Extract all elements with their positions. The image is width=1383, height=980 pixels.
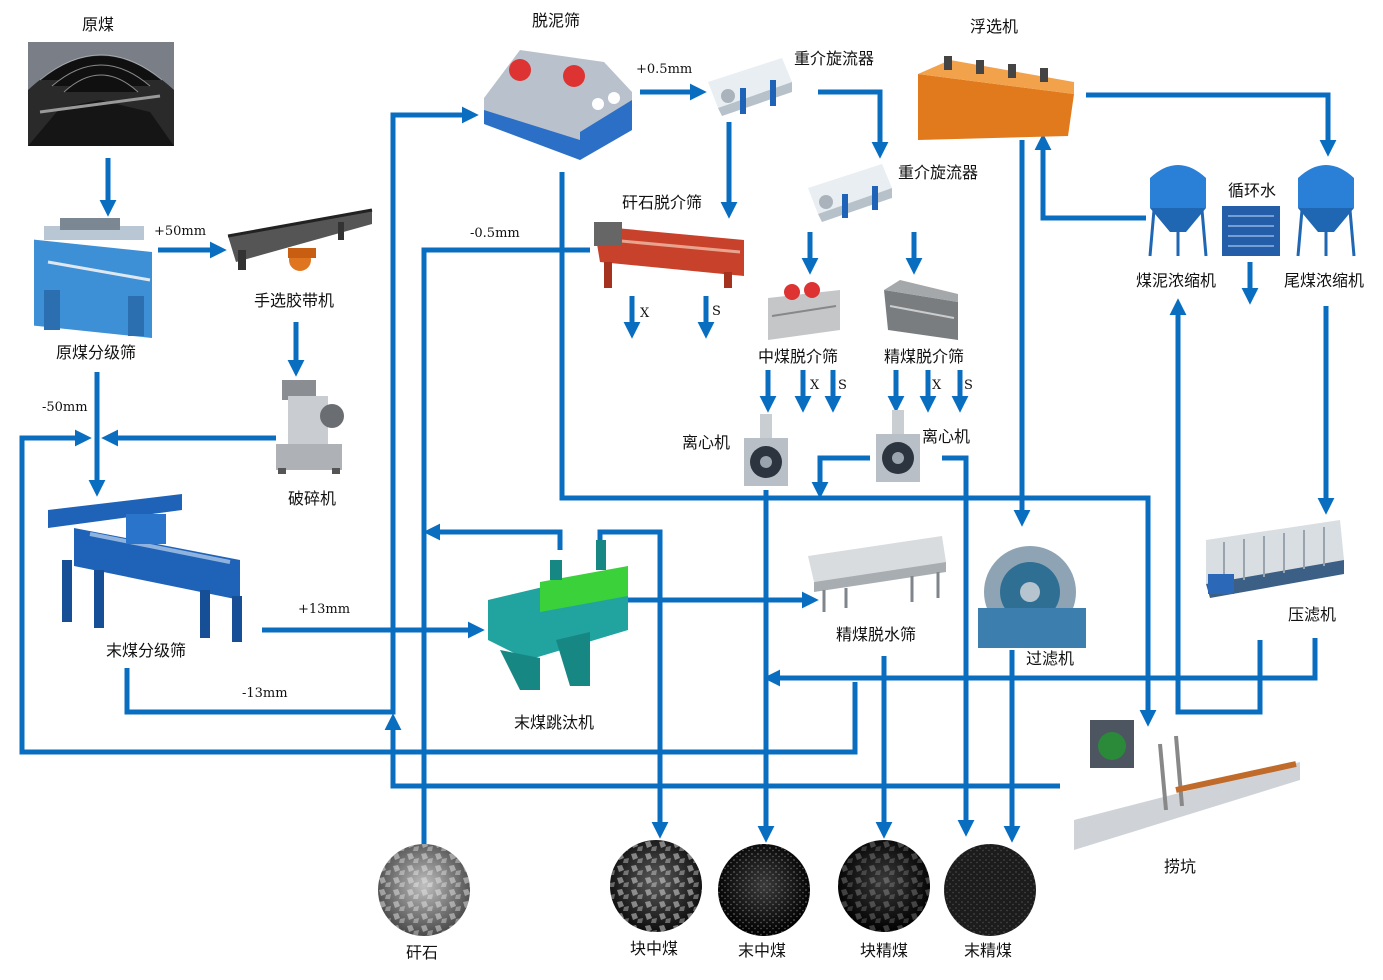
flow-label-plus05: +0.5mm: [636, 62, 693, 77]
lump-middling-product-image: [610, 840, 702, 932]
crusher-icon: [276, 380, 344, 474]
lump-clean-product-label: 块精煤: [860, 941, 909, 960]
dredging-pit-label: 捞坑: [1164, 857, 1197, 876]
circulating-water-icon: [1222, 206, 1280, 256]
flotation-machine-icon: [918, 56, 1074, 140]
fine-clean-product-image: [944, 844, 1036, 936]
dense-cyclone-1-label: 重介旋流器: [794, 49, 875, 68]
hand-picking-belt-label: 手选胶带机: [254, 291, 335, 310]
centrifuge-1-icon: [744, 414, 788, 486]
dense-cyclone-2-label: 重介旋流器: [898, 163, 979, 182]
circulating-water-label: 循环水: [1228, 181, 1277, 200]
slime-thickener-label: 煤泥浓缩机: [1136, 271, 1217, 290]
flow-label-minus50: -50mm: [42, 400, 88, 415]
clean-draining-screen-icon: [884, 280, 958, 340]
fine-jig-label: 末煤跳汰机: [514, 713, 595, 732]
crusher-label: 破碎机: [288, 489, 337, 508]
clean-drain-screen-label: 精煤脱介筛: [884, 347, 965, 366]
clean-screen-x-label: X: [932, 378, 942, 393]
lump-middling-product-label: 块中煤: [630, 939, 679, 958]
dense-medium-cyclone-1-icon: [708, 58, 792, 116]
centrifuge-2-icon: [876, 410, 920, 482]
filter-press-label: 压滤机: [1288, 605, 1337, 624]
middling-draining-screen-icon: [768, 282, 840, 340]
dense-medium-cyclone-2-icon: [808, 164, 892, 222]
flow-label-minus05: -0.5mm: [470, 226, 520, 241]
fine-clean-product-label: 末精煤: [964, 941, 1013, 960]
filter-label: 过滤机: [1026, 649, 1075, 668]
fine-classifying-screen-label: 末煤分级筛: [106, 641, 187, 660]
dredging-pit-icon: [1074, 720, 1300, 850]
centrifuge-1-label: 离心机: [682, 433, 731, 452]
flow-label-plus13: +13mm: [298, 602, 351, 617]
desliming-screen-icon: [484, 50, 632, 160]
middling-drain-screen-label: 中煤脱介筛: [758, 347, 839, 366]
gangue-draining-screen-icon: [594, 222, 744, 288]
centrifuge-2-label: 离心机: [922, 427, 971, 446]
middling-screen-s-label: S: [838, 378, 847, 393]
fine-middling-product-label: 末中煤: [738, 941, 787, 960]
clean-coal-dewatering-screen-icon: [808, 536, 946, 612]
clean-dewatering-screen-label: 精煤脱水筛: [836, 625, 917, 644]
fine-coal-classifying-screen-icon: [48, 494, 242, 642]
fine-coal-jig-icon: [488, 540, 628, 690]
gangue-screen-x-label: X: [640, 306, 650, 321]
flow-lines: [19, 83, 1337, 845]
gangue-product-image: [378, 844, 470, 936]
gangue-product-label: 矸石: [406, 943, 439, 962]
tailing-thickener-icon: [1296, 165, 1356, 257]
middling-screen-x-label: X: [810, 378, 820, 393]
hand-picking-belt-icon: [227, 208, 373, 271]
fine-middling-product-image: [718, 844, 810, 936]
flow-label-plus50: +50mm: [154, 224, 207, 239]
flow-label-minus13: -13mm: [242, 686, 288, 701]
clean-screen-s-label: S: [964, 378, 973, 393]
raw-classifying-screen-label: 原煤分级筛: [56, 343, 137, 362]
filter-icon: [978, 546, 1086, 648]
filter-press-icon: [1206, 520, 1344, 598]
slime-thickener-icon: [1148, 165, 1208, 257]
lump-clean-product-image: [838, 840, 930, 932]
tailing-thickener-label: 尾煤浓缩机: [1284, 271, 1365, 290]
raw-coal-classifying-screen-icon: [34, 218, 152, 338]
gangue-screen-s-label: S: [712, 304, 721, 319]
raw-coal-image: [28, 42, 174, 146]
raw-coal-label: 原煤: [82, 15, 115, 34]
desliming-screen-label: 脱泥筛: [532, 11, 581, 30]
flotation-label: 浮选机: [970, 17, 1019, 36]
gangue-drain-screen-label: 矸石脱介筛: [622, 193, 703, 212]
